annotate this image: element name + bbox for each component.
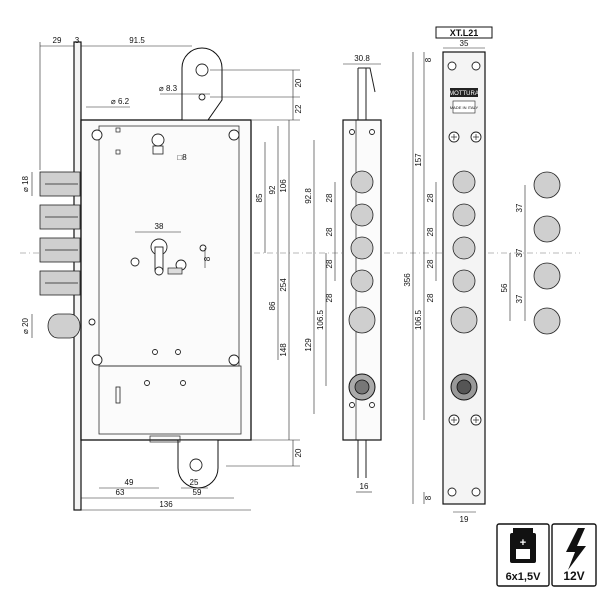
pattern-hole-2 <box>533 215 561 243</box>
dim-38: 38 <box>155 222 164 231</box>
cylinder-screw-left <box>130 257 140 267</box>
dim-37-a: 37 <box>515 203 524 212</box>
dim-148: 148 <box>279 343 288 357</box>
face-bolt-1 <box>452 170 476 194</box>
dim-56: 56 <box>500 283 509 292</box>
dimension-labels: 29 3 91.5 ⌀ 8.3 ⌀ 6.2 □8 ⌀ 18 ⌀ 20 20 22… <box>21 36 524 524</box>
dim-8-top: 8 <box>424 57 433 62</box>
side-bolt-3 <box>350 236 374 260</box>
model-code-box <box>435 26 493 39</box>
dim-28-r4: 28 <box>426 293 435 302</box>
dim-106: 106 <box>279 179 288 193</box>
dim-dia-8-3: ⌀ 8.3 <box>159 84 178 93</box>
dim-29: 29 <box>53 36 62 45</box>
side-bolt-4 <box>350 269 374 293</box>
brand-badge-text: MOTTURA <box>449 91 479 97</box>
dim-356: 356 <box>403 273 412 287</box>
dim-92: 92 <box>268 185 277 194</box>
dim-92-8: 92.8 <box>304 188 313 204</box>
dim-20-top: 20 <box>294 78 303 87</box>
pattern-hole-4 <box>533 307 561 335</box>
dim-28-a: 28 <box>325 193 334 202</box>
dim-28-c: 28 <box>325 259 334 268</box>
dim-30-8: 30.8 <box>354 54 370 63</box>
dim-85: 85 <box>255 193 264 202</box>
latch-bolt <box>47 313 81 339</box>
faceplate-view: MOTTURA MADE IN ITALY XT.L21 <box>435 26 493 505</box>
dim-136: 136 <box>159 500 173 509</box>
lightning-bolt-icon <box>566 528 586 570</box>
dim-106-5-right: 106.5 <box>414 309 423 330</box>
dim-59: 59 <box>193 488 202 497</box>
dim-19: 19 <box>460 515 469 524</box>
dim-37-c: 37 <box>515 294 524 303</box>
dim-28-b: 28 <box>325 227 334 236</box>
voltage-label: 12V <box>563 569 584 583</box>
dim-63: 63 <box>116 488 125 497</box>
pattern-hole-1 <box>533 171 561 199</box>
lower-plate <box>98 365 242 435</box>
screw-hole-tl <box>91 129 103 141</box>
face-bolt-2 <box>452 203 476 227</box>
dim-129: 129 <box>304 338 313 352</box>
model-code: XT.L21 <box>450 28 479 38</box>
dim-dia-20: ⌀ 20 <box>21 317 30 333</box>
dim-dia-18: ⌀ 18 <box>21 175 30 191</box>
cylinder-hole <box>150 238 168 276</box>
made-in-badge <box>452 100 476 114</box>
dim-3: 3 <box>75 36 80 45</box>
dim-16: 16 <box>360 482 369 491</box>
dim-8: 8 <box>203 256 212 261</box>
face-bolt-3 <box>452 236 476 260</box>
dim-square-8: □8 <box>177 153 187 162</box>
brand-badge <box>450 88 478 97</box>
dim-35: 35 <box>460 39 469 48</box>
dim-49: 49 <box>125 478 134 487</box>
dim-25: 25 <box>190 478 199 487</box>
pattern-hole-3 <box>533 262 561 290</box>
battery-icon <box>513 528 533 534</box>
battery-plus-sign: + <box>520 537 526 549</box>
face-bolt-4 <box>452 269 476 293</box>
voltage-badge: 12V <box>551 523 597 587</box>
face-latch <box>450 306 478 334</box>
bottom-tab-hole <box>189 458 203 472</box>
side-bolt-1 <box>350 170 374 194</box>
lock-case <box>80 119 252 441</box>
top-tab <box>181 47 223 121</box>
screw-hole-br <box>228 354 240 366</box>
dim-91-5: 91.5 <box>129 36 145 45</box>
dim-106-5: 106.5 <box>316 309 325 330</box>
dim-28-r2: 28 <box>426 227 435 236</box>
spindle-square <box>152 145 164 155</box>
screw-hole-bl <box>91 354 103 366</box>
dim-157: 157 <box>414 153 423 167</box>
dim-8-bottom: 8 <box>424 495 433 500</box>
dim-28-d: 28 <box>325 293 334 302</box>
screw-hole-tr <box>228 129 240 141</box>
dimension-lines <box>31 42 526 513</box>
dim-28-r1: 28 <box>426 193 435 202</box>
spindle-hole <box>151 133 165 147</box>
lock-body <box>39 41 252 511</box>
dim-22: 22 <box>294 104 303 113</box>
battery-badge: + 6x1,5V <box>496 523 550 587</box>
left-bolts <box>39 171 81 339</box>
dim-28-r3: 28 <box>426 259 435 268</box>
side-bolt-2 <box>350 203 374 227</box>
dim-37-b: 37 <box>515 248 524 257</box>
made-in-badge-text: MADE IN ITALY <box>450 105 479 110</box>
hole-pattern <box>533 171 561 335</box>
side-view <box>342 67 382 478</box>
top-tab-hole <box>195 63 209 77</box>
battery-label: 6x1,5V <box>506 571 542 583</box>
dim-dia-6-2: ⌀ 6.2 <box>111 97 130 106</box>
top-tab-small-hole <box>198 93 206 101</box>
dim-254: 254 <box>279 278 288 292</box>
dim-86: 86 <box>268 301 277 310</box>
side-latch <box>348 306 376 334</box>
dim-20-bottom: 20 <box>294 448 303 457</box>
